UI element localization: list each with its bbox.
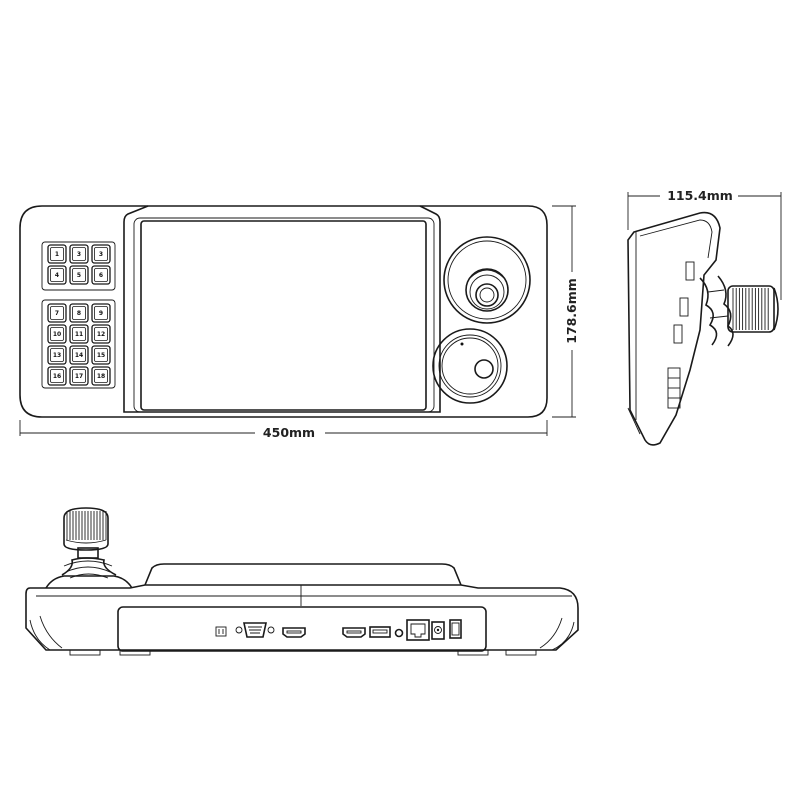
power-switch (449, 619, 462, 639)
keypad-key-label: 11 (75, 331, 83, 338)
keypad-key-label: 5 (77, 272, 81, 279)
keypad-key-label: 17 (75, 373, 83, 380)
keypad-key[interactable]: 6 (91, 265, 111, 285)
display-screen (140, 220, 427, 411)
keypad-key[interactable]: 15 (91, 345, 111, 365)
keypad-key-label: 3 (99, 251, 103, 258)
keypad-key-label: 8 (77, 310, 81, 317)
keypad-key-label: 3 (77, 251, 81, 258)
side-view: 115.4mm (627, 188, 782, 446)
dc-power-port (431, 621, 445, 640)
keypad-key[interactable]: 8 (69, 303, 89, 323)
keypad-key[interactable]: 12 (91, 324, 111, 344)
depth-label: 115.4mm (667, 188, 733, 203)
keypad-key-label: 14 (75, 352, 83, 359)
keypad-key[interactable]: 11 (69, 324, 89, 344)
keypad-key[interactable]: 17 (69, 366, 89, 386)
height-dimension: 178.6mm (552, 205, 579, 418)
keypad-key[interactable]: 3 (91, 244, 111, 264)
hdmi-port-1 (282, 627, 306, 638)
keypad-key-label: 6 (99, 272, 103, 279)
keypad-key-label: 18 (97, 373, 105, 380)
keypad-key-label: 9 (99, 310, 103, 317)
joystick-top[interactable] (443, 236, 531, 324)
joystick-side (699, 275, 779, 347)
depth-dimension: 115.4mm (627, 188, 782, 300)
rear-view (25, 507, 579, 656)
keypad-key[interactable]: 4 (47, 265, 67, 285)
keypad-key[interactable]: 7 (47, 303, 67, 323)
ethernet-port (406, 619, 430, 641)
keypad-key[interactable]: 18 (91, 366, 111, 386)
usb-port (369, 626, 391, 638)
keypad-key[interactable]: 10 (47, 324, 67, 344)
audio-jack (394, 628, 404, 638)
keypad-key-label: 12 (97, 331, 105, 338)
width-label: 450mm (263, 425, 315, 440)
width-dimension: 450mm (19, 420, 548, 440)
keypad-key-label: 15 (97, 352, 105, 359)
jog-dial[interactable] (432, 328, 508, 404)
keypad-top: 1 3 3 4 5 6 (47, 244, 111, 285)
vga-port (235, 622, 275, 638)
rear-panel (117, 606, 487, 652)
dc-switch-port (215, 626, 227, 637)
keypad-key[interactable]: 16 (47, 366, 67, 386)
keypad-key[interactable]: 3 (69, 244, 89, 264)
keypad-key-label: 7 (55, 310, 59, 317)
keypad-key[interactable]: 5 (69, 265, 89, 285)
keypad-key-label: 16 (53, 373, 61, 380)
keypad-key[interactable]: 14 (69, 345, 89, 365)
keypad-key-label: 1 (55, 251, 59, 258)
keypad-key-label: 4 (55, 272, 59, 279)
keypad-key[interactable]: 9 (91, 303, 111, 323)
keypad-bottom: 7 8 9 10 11 12 13 14 15 16 17 18 (47, 303, 111, 386)
keypad-key-label: 13 (53, 352, 61, 359)
joystick-rear (45, 507, 133, 589)
hdmi-port-2 (342, 627, 366, 638)
keypad-key[interactable]: 13 (47, 345, 67, 365)
keypad-key[interactable]: 1 (47, 244, 67, 264)
keypad-key-label: 10 (53, 331, 61, 338)
height-label: 178.6mm (564, 278, 579, 344)
